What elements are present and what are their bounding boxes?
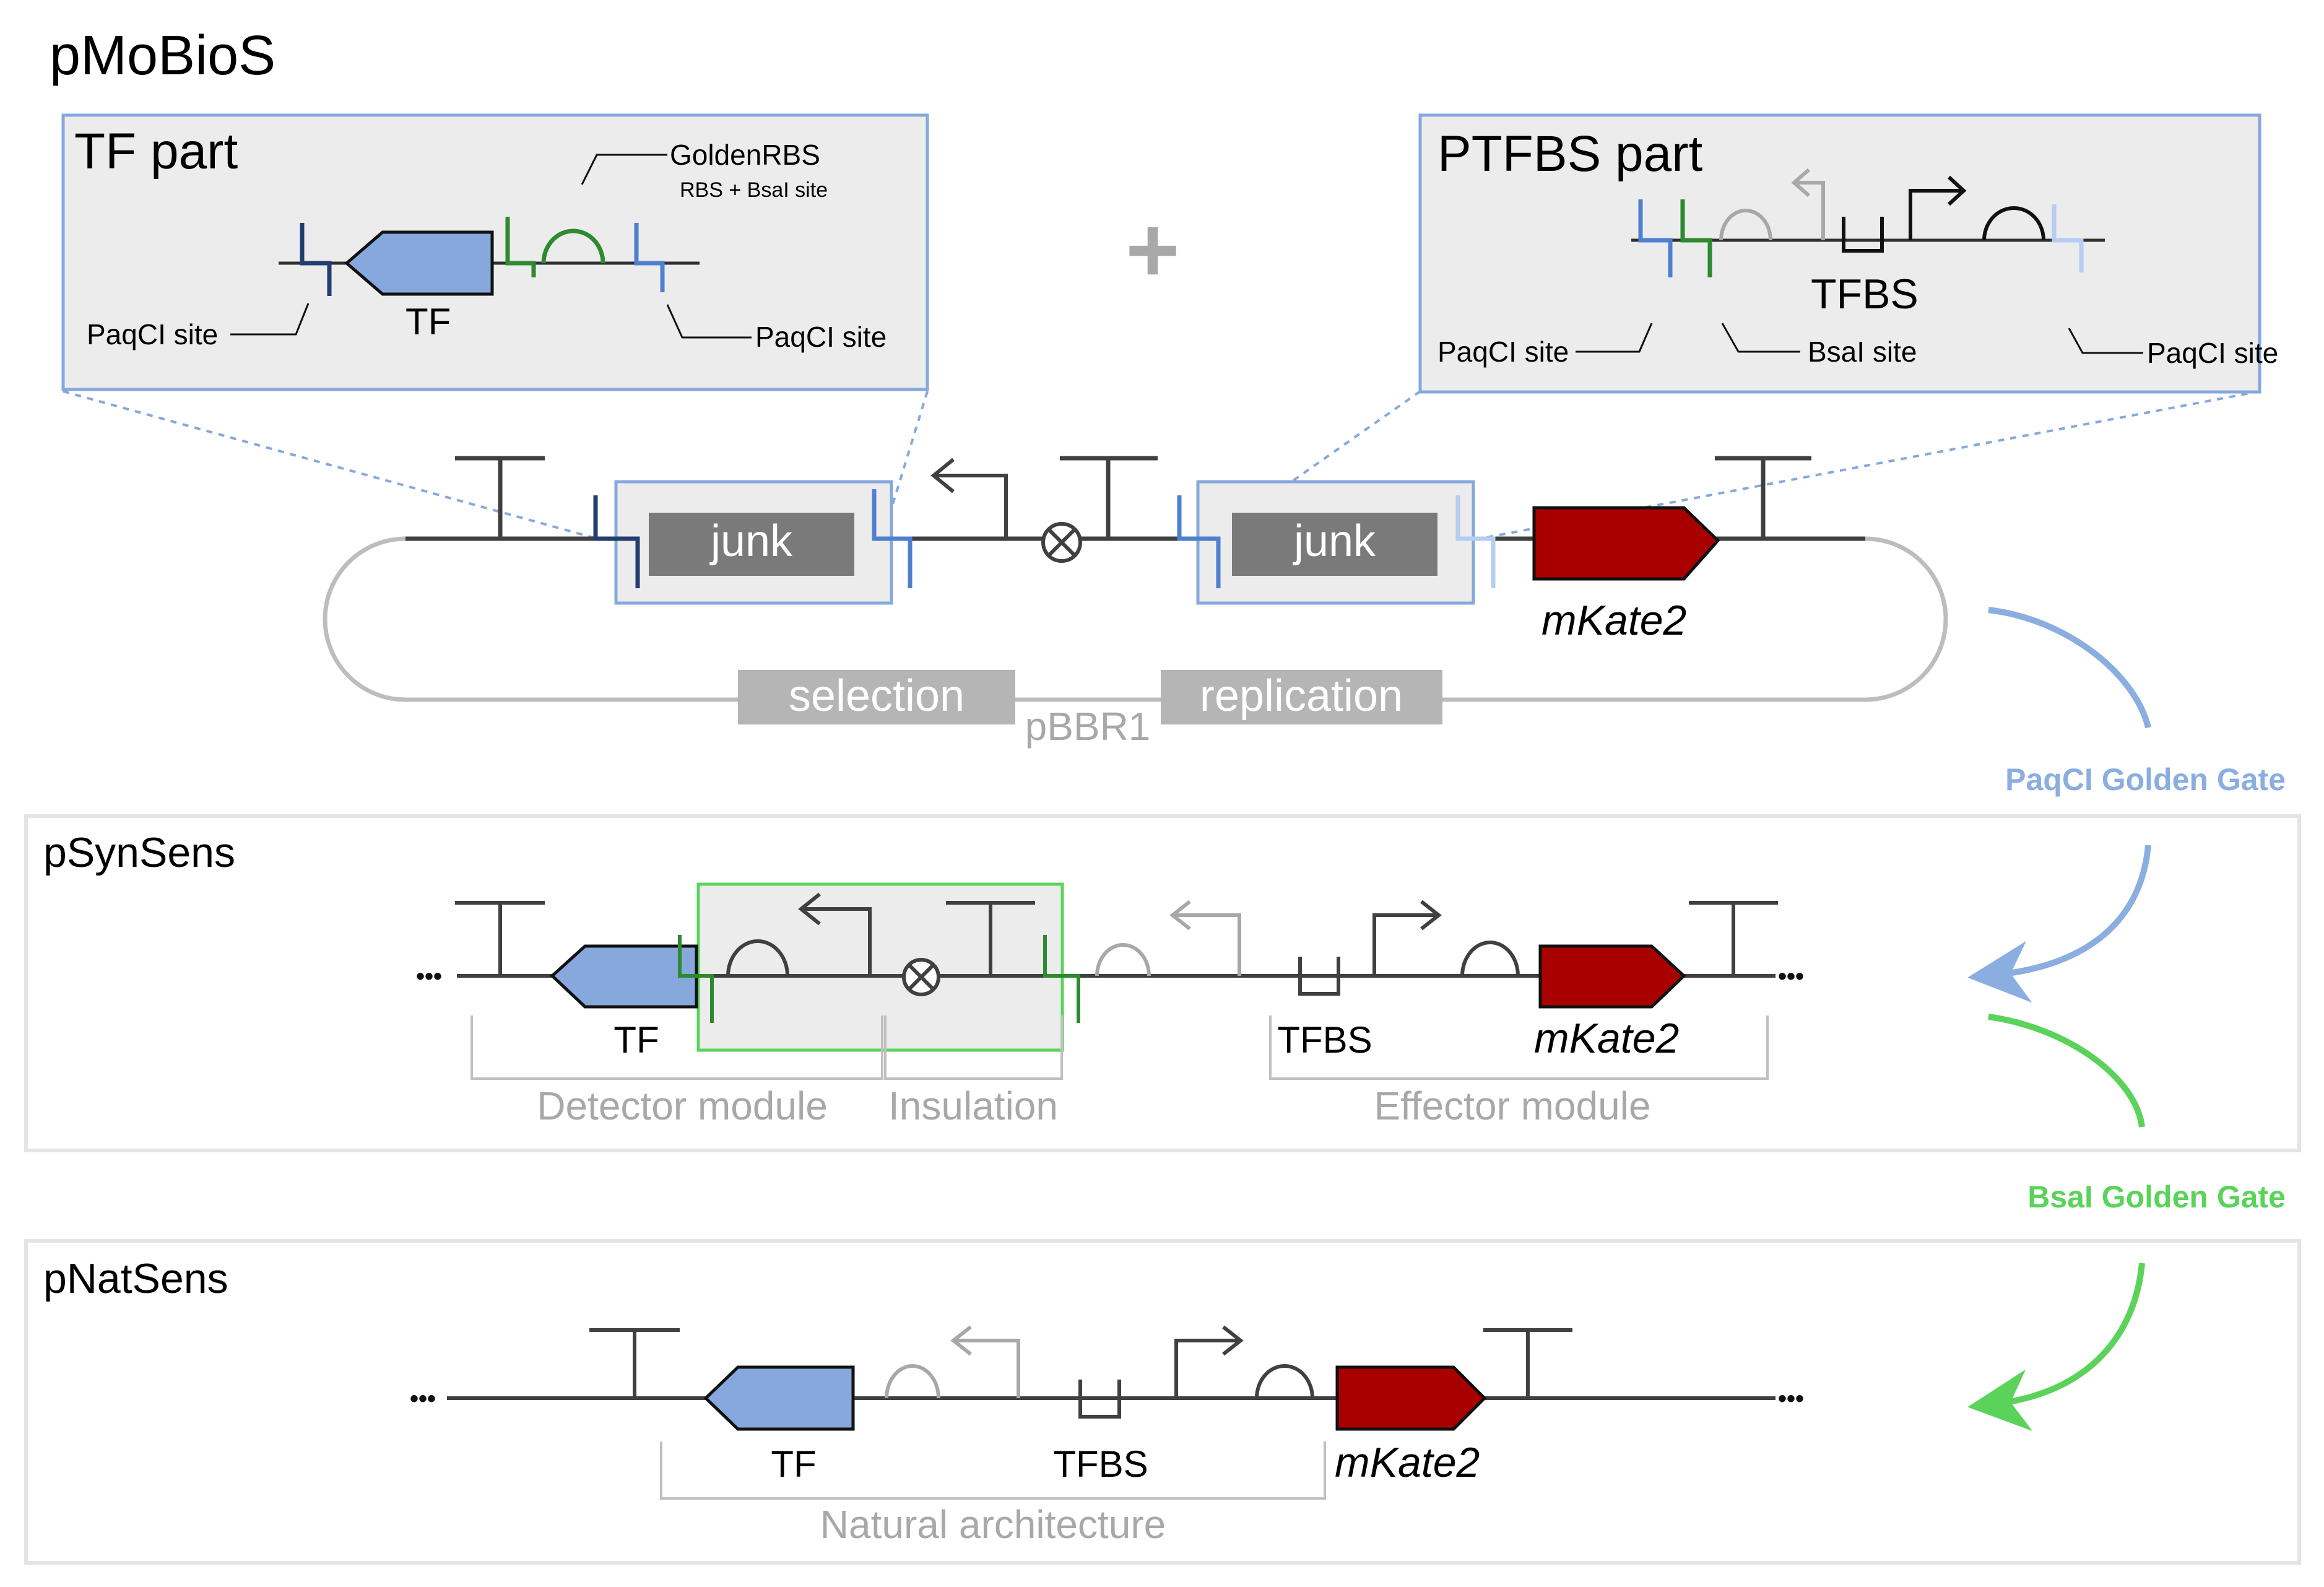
pnatsens-mkate2-label: mKate2 [1335, 1439, 1480, 1486]
junk-left-block [649, 513, 854, 576]
ptfbs-paqci-right-label: PaqCI site [2147, 337, 2278, 369]
psynsens-tf-label: TF [614, 1019, 659, 1061]
mkate2-backbone-label: mKate2 [1541, 597, 1686, 644]
psynsens-tf-glyph [550, 944, 698, 1009]
junk-right-label: junk [1293, 516, 1376, 566]
ptfbs-bsai-label: BsaI site [1808, 336, 1917, 368]
pnatsens-tfbs-label: TFBS [1053, 1443, 1148, 1485]
paqci-golden-gate-label: PaqCI Golden Gate [2005, 762, 2286, 797]
tf-part-paqci-left-label: PaqCI site [87, 318, 218, 350]
psynsens-panel: pSynSens ••• ••• TF TFBS [24, 814, 2301, 1152]
pnatsens-ellipsis-right: ••• [1778, 1385, 1804, 1412]
effector-module-label: Effector module [1374, 1084, 1650, 1128]
selection-label: selection [789, 671, 965, 721]
replication-block [1161, 670, 1442, 724]
natural-architecture-label: Natural architecture [820, 1502, 1166, 1547]
junk-right-block [1232, 513, 1437, 576]
replication-label: replication [1200, 671, 1403, 721]
origin-label: pBBR1 [1025, 704, 1151, 749]
psynsens-title: pSynSens [43, 829, 235, 876]
ptfbs-tfbs-label: TFBS [1811, 271, 1919, 318]
mkate2-backbone-glyph [1532, 506, 1720, 581]
junk-left-label: junk [709, 516, 793, 566]
ptfbs-paqci-left-label: PaqCI site [1437, 336, 1569, 368]
psynsens-mkate2-glyph [1538, 944, 1686, 1009]
bsai-golden-gate-flow: BsaI Golden Gate [1967, 1014, 2286, 1432]
tf-part-panel: TF part TF GoldenRBS RBS + BsaI site Paq… [61, 113, 929, 391]
plus-sign: + [1125, 198, 1180, 302]
golden-rbs-sublabel: RBS + BsaI site [680, 178, 828, 202]
pnatsens-mkate2-glyph [1335, 1365, 1487, 1431]
tf-part-title: TF part [74, 123, 238, 180]
ptfbs-part-panel: PTFBS part TFBS PaqCI site BsaI site Paq… [1418, 113, 2278, 394]
pnatsens-tf-glyph [703, 1365, 855, 1431]
bsai-golden-gate-label: BsaI Golden Gate [2027, 1180, 2286, 1214]
selection-block [738, 670, 1015, 724]
ptfbs-part-title: PTFBS part [1437, 126, 1703, 182]
tf-cds-glyph [344, 230, 494, 296]
tf-part-tf-label: TF [405, 301, 451, 342]
pnatsens-tf-label: TF [771, 1443, 816, 1485]
pmobios-backbone: junk junk mKate2 selection replication p… [323, 456, 1948, 749]
psynsens-tfbs-label: TFBS [1277, 1019, 1372, 1061]
pnatsens-title: pNatSens [43, 1255, 228, 1302]
psynsens-mkate2-label: mKate2 [1534, 1015, 1679, 1062]
detector-module-label: Detector module [537, 1084, 828, 1128]
psynsens-ellipsis-right: ••• [1778, 963, 1804, 990]
pnatsens-panel: pNatSens ••• ••• TF TFBS mKate2 Natural … [24, 1239, 2301, 1565]
pnatsens-ellipsis-left: ••• [410, 1385, 436, 1412]
figure-title: pMoBioS [50, 25, 275, 87]
golden-rbs-label: GoldenRBS [670, 139, 820, 171]
tf-part-paqci-right-label: PaqCI site [755, 321, 887, 353]
paqci-golden-gate-flow: PaqCI Golden Gate [1967, 607, 2286, 1003]
golden-rbs-icon [541, 228, 605, 264]
psynsens-ellipsis-left: ••• [416, 963, 442, 990]
insulation-label: Insulation [888, 1084, 1058, 1128]
